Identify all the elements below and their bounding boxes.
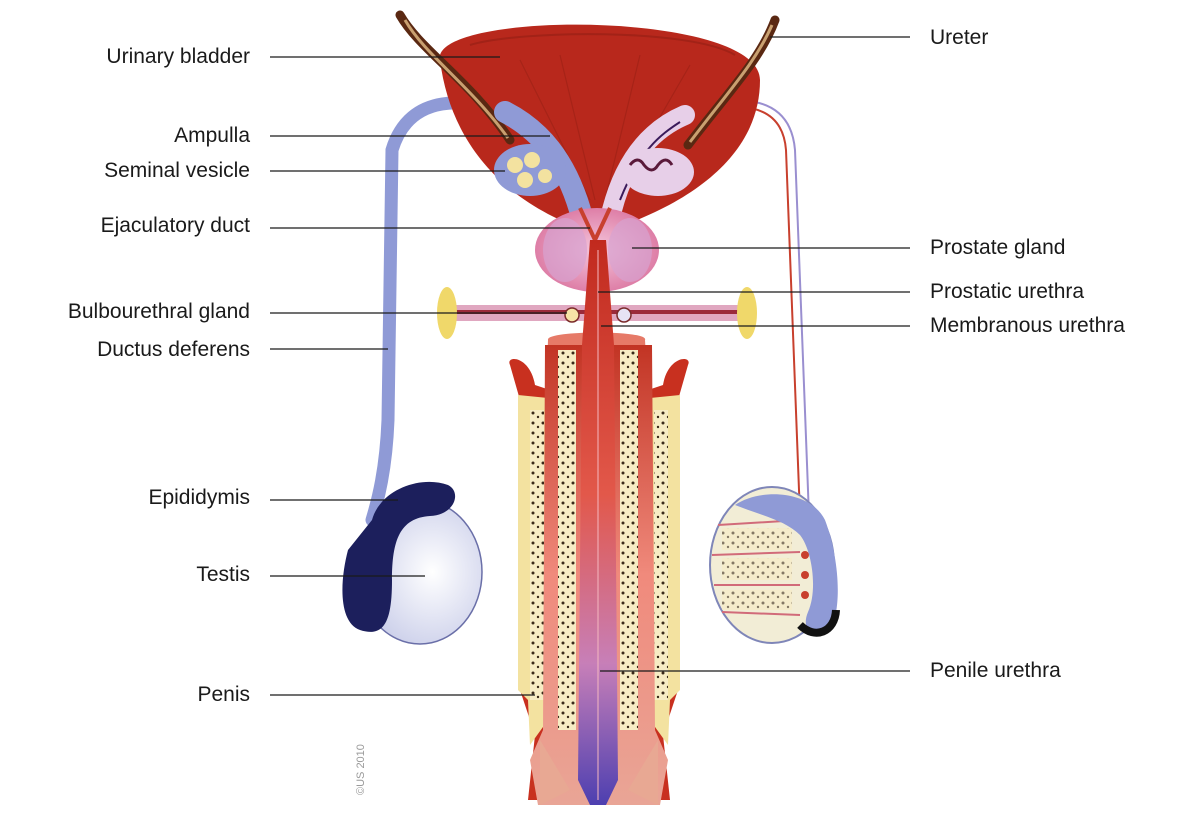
label-ampulla: Ampulla bbox=[40, 124, 250, 148]
urinary-bladder bbox=[440, 25, 760, 230]
label-urinary-bladder: Urinary bladder bbox=[40, 45, 250, 69]
label-prostatic-urethra: Prostatic urethra bbox=[930, 280, 1084, 304]
label-penile-urethra: Penile urethra bbox=[930, 659, 1061, 683]
label-epididymis: Epididymis bbox=[40, 486, 250, 510]
seminal-vesicle-left bbox=[494, 144, 566, 196]
label-membranous-urethra: Membranous urethra bbox=[930, 314, 1125, 338]
label-bulbourethral-gland: Bulbourethral gland bbox=[0, 300, 250, 324]
label-ductus-deferens: Ductus deferens bbox=[20, 338, 250, 362]
label-ejaculatory-duct: Ejaculatory duct bbox=[20, 214, 250, 238]
label-prostate-gland: Prostate gland bbox=[930, 236, 1065, 260]
label-ureter: Ureter bbox=[930, 26, 988, 50]
label-testis: Testis bbox=[40, 563, 250, 587]
bulbourethral-gland bbox=[565, 308, 579, 322]
label-seminal-vesicle: Seminal vesicle bbox=[20, 159, 250, 183]
seminal-vesicle-right bbox=[622, 148, 694, 196]
label-penis: Penis bbox=[40, 683, 250, 707]
copyright-watermark: ©US 2010 bbox=[355, 744, 367, 795]
